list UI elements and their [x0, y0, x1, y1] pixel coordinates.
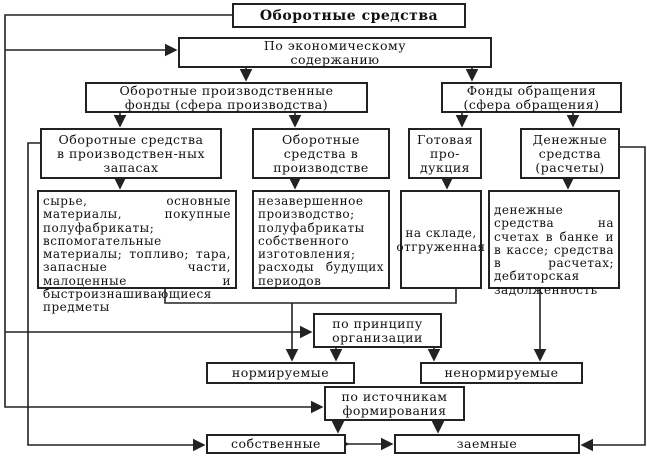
finished-goods-box: Готовая про-дукция — [408, 128, 482, 179]
principle-box: по принципу организации — [313, 313, 442, 348]
cash-details: денежные средства на счетах в банке и в … — [488, 190, 620, 296]
root-box: Оборотные средства — [232, 3, 466, 28]
circulation-funds-box: Фонды обращения (сфера обращения) — [441, 82, 622, 113]
own-box: собственные — [206, 434, 346, 454]
unnormed-box: ненормируемые — [420, 362, 583, 384]
economic-box: По экономическому содержанию — [178, 37, 492, 68]
finished-goods-details: на складе, отгруженная — [396, 190, 485, 289]
inventory-details: сырье, основные материалы, покупные полу… — [37, 190, 237, 314]
sources-box: по источникам формирования — [324, 386, 465, 421]
in-production-details: незавершенное производство; полуфабрикат… — [252, 190, 390, 289]
cash-box: Денежные средства (расчеты) — [520, 128, 620, 179]
in-production-box: Оборотные средства в производстве — [252, 128, 390, 179]
borrowed-box: заемные — [394, 434, 580, 454]
inventory-box: Оборотные средства в производствен-ных з… — [40, 128, 222, 179]
normed-box: нормируемые — [206, 362, 355, 384]
production-funds-box: Оборотные производственные фонды (сфера … — [85, 82, 368, 113]
